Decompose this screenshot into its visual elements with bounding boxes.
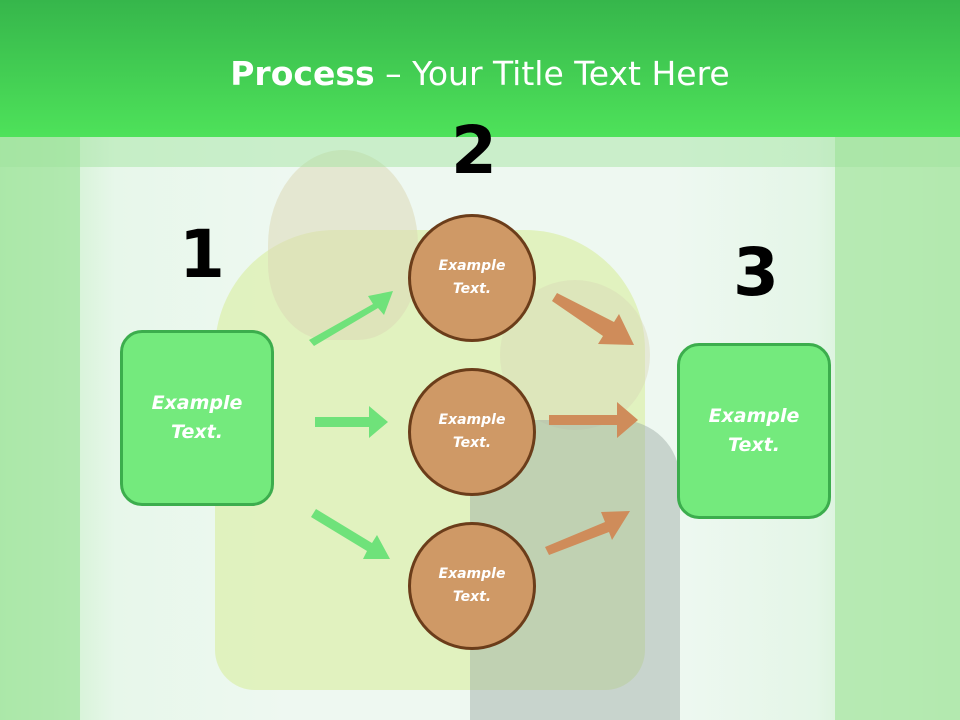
background-paint-right	[835, 135, 960, 720]
process-box-left: Example Text.	[120, 330, 274, 506]
slide-title: Process – Your Title Text Here	[0, 54, 960, 94]
title-bar	[0, 0, 960, 137]
process-circle-top: Example Text.	[408, 214, 536, 342]
process-box-right: Example Text.	[677, 343, 831, 519]
step-number-2: 2	[451, 112, 497, 189]
circle-top-text: Example Text.	[438, 258, 506, 297]
title-rest: – Your Title Text Here	[374, 54, 730, 93]
circle-middle-text: Example Text.	[438, 412, 506, 451]
background-paint-left	[0, 135, 80, 720]
title-bar-fade	[0, 137, 960, 167]
step-number-1: 1	[179, 216, 225, 293]
process-circle-middle: Example Text.	[408, 368, 536, 496]
title-bold: Process	[230, 54, 375, 93]
box-right-text: Example Text.	[708, 405, 800, 456]
background-figure-hair	[268, 150, 418, 340]
step-number-3: 3	[733, 234, 779, 311]
process-circle-bottom: Example Text.	[408, 522, 536, 650]
circle-bottom-text: Example Text.	[438, 566, 506, 605]
box-left-text: Example Text.	[151, 392, 243, 443]
